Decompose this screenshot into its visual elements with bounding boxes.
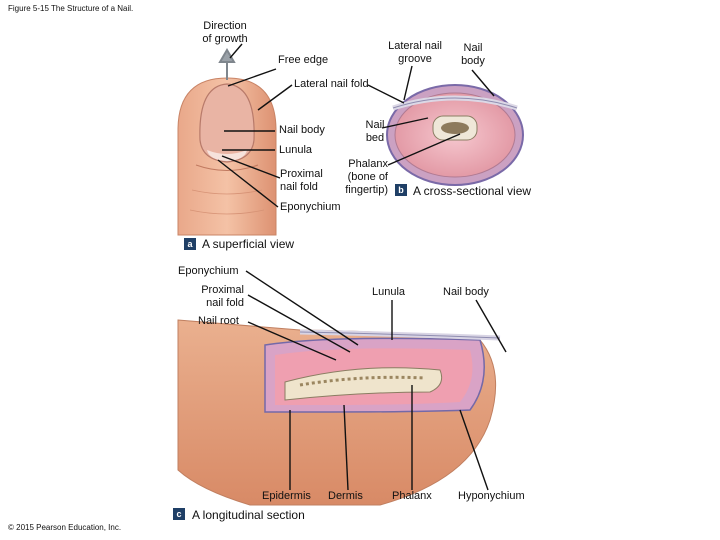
label-eponychium-a: Eponychium [280, 201, 341, 213]
label-nail-bed-line-2: bed [365, 132, 385, 144]
label-phalanx-b-line-1: Phalanx [348, 158, 388, 170]
label-groove-line-2: groove [398, 53, 432, 65]
badge-c: c [173, 508, 185, 520]
leader-lines [217, 43, 507, 491]
label-nail-body-c: Nail body [443, 286, 489, 298]
label-nail-root: Nail root [198, 315, 239, 327]
caption-cross-sectional-view: A cross-sectional view [413, 184, 532, 198]
label-epidermis: Epidermis [262, 490, 311, 502]
label-direction-line-2: of growth [202, 33, 248, 45]
cross-section-drawing [386, 84, 524, 186]
label-proximal-nail-fold-a: Proximal nail fold [280, 168, 323, 194]
label-dermis: Dermis [328, 490, 363, 502]
label-free-edge: Free edge [278, 54, 329, 66]
caption-longitudinal-section: A longitudinal section [192, 508, 305, 522]
label-nail-body-b-line-2: body [461, 55, 485, 67]
label-proximal-nail-fold-c: Proximal nail fold [180, 284, 244, 310]
figure-title: Figure 5-15 The Structure of a Nail. [8, 4, 134, 13]
label-phalanx-c: Phalanx [392, 490, 432, 502]
label-direction-line-1: Direction [203, 20, 247, 32]
badge-b: b [395, 184, 407, 196]
label-groove-line-1: Lateral nail [388, 40, 442, 52]
label-nail-body-b-line-1: Nail [463, 42, 483, 54]
copyright-notice: © 2015 Pearson Education, Inc. [8, 523, 122, 532]
label-nail-bed-line-1: Nail [365, 119, 385, 131]
label-lateral-nail-groove: Lateral nail groove [380, 40, 450, 66]
label-nail-bed: Nail bed [360, 119, 390, 145]
label-proximal-line-2: nail fold [280, 181, 318, 193]
label-lunula-c: Lunula [372, 286, 406, 298]
badge-a: a [184, 238, 196, 250]
label-phalanx-b-line-2: (bone of [347, 171, 388, 183]
growth-arrow-icon [218, 48, 236, 80]
finger-superficial-drawing [177, 48, 277, 236]
label-lunula-a: Lunula [279, 144, 313, 156]
label-proximal-line-1: Proximal [280, 168, 323, 180]
label-phalanx-b: Phalanx (bone of fingertip) [330, 158, 388, 197]
label-eponychium-c: Eponychium [178, 265, 239, 277]
label-proximal-c-line-2: nail fold [206, 297, 244, 309]
label-nail-body-a: Nail body [279, 124, 325, 136]
label-proximal-c-line-1: Proximal [201, 284, 244, 296]
label-lateral-nail-fold: Lateral nail fold [294, 78, 369, 90]
label-hyponychium: Hyponychium [458, 490, 525, 502]
label-phalanx-b-line-3: fingertip) [345, 184, 388, 196]
label-direction-of-growth: Direction of growth [197, 20, 253, 46]
longitudinal-section-drawing [177, 319, 501, 506]
label-nail-body-b: Nail body [455, 42, 491, 68]
caption-superficial-view: A superficial view [202, 237, 295, 251]
